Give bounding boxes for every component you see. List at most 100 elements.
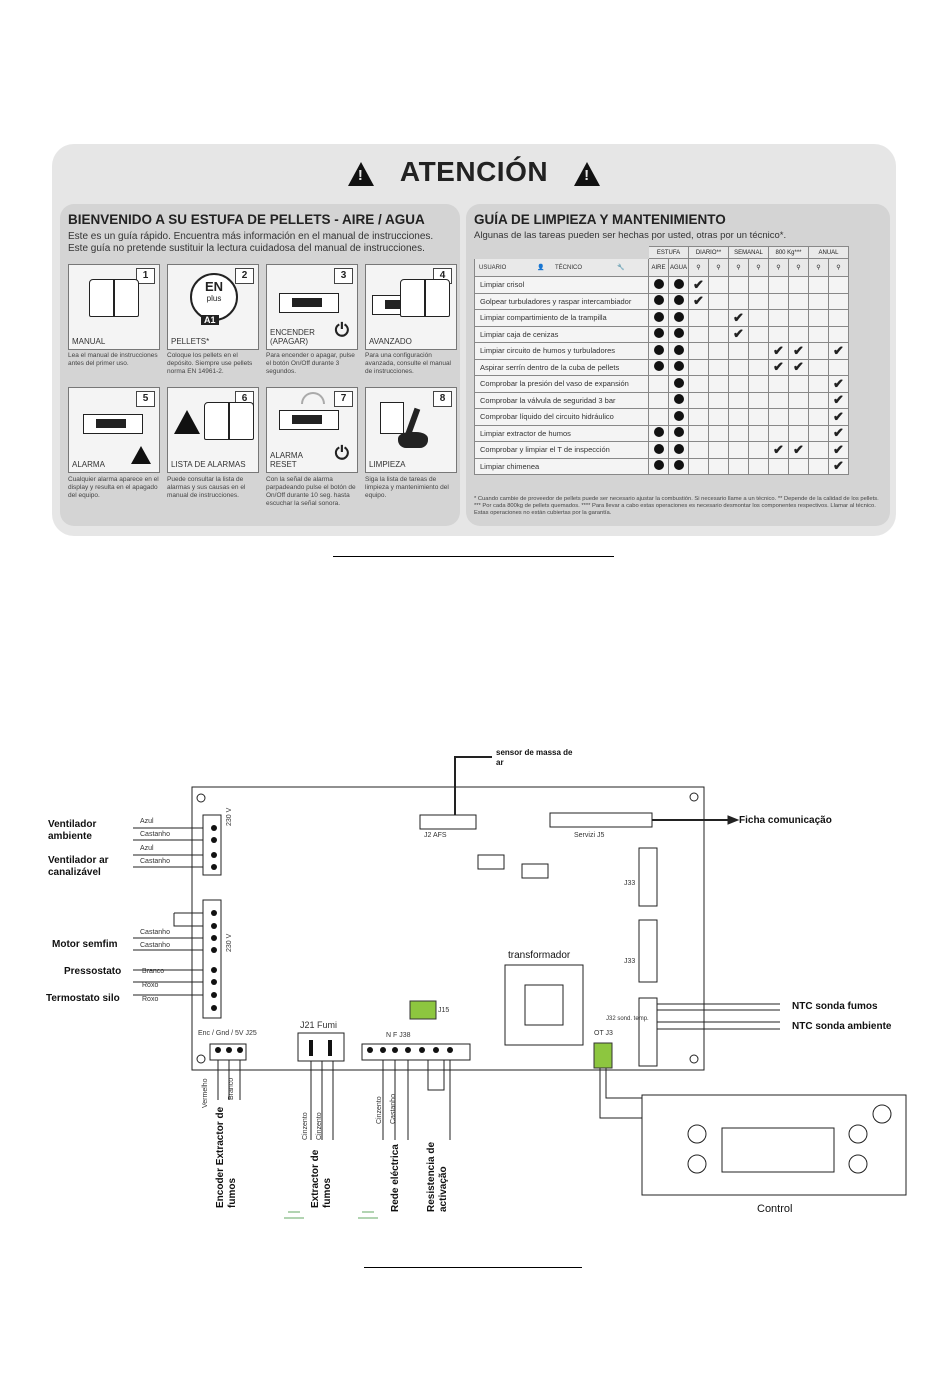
label-encoder: Encoder Extractor de fumos <box>215 1106 238 1208</box>
tech-label: TÉCNICO <box>555 265 582 271</box>
step-description: Coloque los pellets en el depósito. Siem… <box>167 352 253 375</box>
step-label: ALARMA <box>72 460 105 469</box>
small-connector <box>477 854 505 870</box>
wire-castanho: Castanho <box>140 858 170 865</box>
table-row: Limpiar compartimiento de la trampilla✔ <box>474 309 849 327</box>
schedule-cell <box>708 441 729 459</box>
label-control: Control <box>757 1203 793 1215</box>
schedule-cell <box>788 391 809 409</box>
user-icon: ⚲ <box>808 258 829 277</box>
table-row: Limpiar chimenea✔ <box>474 457 849 475</box>
table-header-groups: ESTUFA DIARIO** SEMANAL 800 Kg*** ANUAL <box>474 246 849 259</box>
schedule-cell <box>708 424 729 442</box>
wire-roxo: Roxo <box>142 996 159 1003</box>
schedule-cell <box>688 457 709 475</box>
connector-j3 <box>593 1042 613 1069</box>
attention-panel: ATENCIÓN BIENVENIDO A SU ESTUFA DE PELLE… <box>52 144 896 536</box>
checklist-icon <box>380 402 404 434</box>
step-number: 3 <box>334 268 353 284</box>
dot-icon <box>653 344 664 355</box>
step-number: 1 <box>136 268 155 284</box>
schedule-cell <box>768 276 789 294</box>
power-icon: ⏻ <box>334 443 349 463</box>
aire-cell <box>648 408 669 426</box>
welcome-intro: Este es un guía rápido. Encuentra más in… <box>68 231 458 255</box>
label-termostato: Termostato silo <box>46 993 120 1004</box>
step-number: 2 <box>235 268 254 284</box>
connector-j32 <box>638 997 658 1067</box>
table-row: Limpiar crisol✔ <box>474 276 849 294</box>
schedule-cell <box>748 325 769 343</box>
check-icon: ✔ <box>833 441 844 457</box>
brush-head-icon <box>398 432 428 448</box>
schedule-cell <box>688 424 709 442</box>
task-label: Comprobar y limpiar el T de inspección <box>474 441 649 459</box>
voltage-label: 230 V <box>226 933 233 952</box>
agua-cell <box>668 375 689 393</box>
schedule-cell <box>708 292 729 310</box>
step-card-manual: 1 MANUAL <box>68 264 160 350</box>
wire-azul: Azul <box>140 845 154 852</box>
dot-icon <box>673 377 684 388</box>
schedule-cell <box>728 441 749 459</box>
aire-cell <box>648 276 669 294</box>
wire-azul: Azul <box>140 818 154 825</box>
control-button <box>687 1154 707 1174</box>
wire-castanho: Castanho <box>140 942 170 949</box>
dot-icon <box>673 311 684 322</box>
attention-header: ATENCIÓN <box>52 156 896 188</box>
schedule-cell <box>788 309 809 327</box>
schedule-cell <box>708 457 729 475</box>
control-button <box>872 1104 892 1124</box>
schedule-cell <box>728 457 749 475</box>
schedule-cell: ✔ <box>788 358 809 376</box>
schedule-cell <box>728 375 749 393</box>
aire-cell <box>648 457 669 475</box>
agua-cell <box>668 276 689 294</box>
transformer-core <box>524 984 564 1026</box>
schedule-cell: ✔ <box>768 342 789 360</box>
schedule-cell <box>768 292 789 310</box>
header-group: ANUAL <box>808 246 849 259</box>
col-agua: AGUA <box>668 258 689 277</box>
task-label: Limpiar circuito de humos y turbuladores <box>474 342 649 360</box>
schedule-cell <box>768 408 789 426</box>
label-extractor: Extractor de fumos <box>310 1149 333 1208</box>
schedule-cell <box>748 457 769 475</box>
aire-cell <box>648 441 669 459</box>
header-group: ESTUFA <box>648 246 689 259</box>
connector-fans <box>202 814 222 876</box>
task-label: Comprobar la presión del vaso de expansi… <box>474 375 649 393</box>
wire-castanho: Castanho <box>140 831 170 838</box>
schedule-cell: ✔ <box>828 375 849 393</box>
agua-cell <box>668 424 689 442</box>
label-resistencia: Resistencia de activação <box>426 1141 449 1212</box>
control-button <box>848 1154 868 1174</box>
aire-cell <box>648 325 669 343</box>
label-ntc-fumos: NTC sonda fumos <box>792 1001 878 1012</box>
step-card-lista-alarmas: 6 LISTA DE ALARMAS <box>167 387 259 473</box>
schedule-cell <box>708 375 729 393</box>
mount-hole <box>689 792 699 802</box>
transformer <box>504 964 584 1046</box>
connector-motor <box>202 899 222 1019</box>
schedule-cell <box>808 342 829 360</box>
table-row: Golpear turbuladores y raspar intercambi… <box>474 292 849 310</box>
label-j2: J2 AFS <box>424 832 447 839</box>
aire-cell <box>648 309 669 327</box>
schedule-cell: ✔ <box>768 358 789 376</box>
en-plus-badge-icon: EN plus <box>190 273 238 321</box>
table-row: Comprobar la válvula de seguridad 3 bar✔ <box>474 391 849 409</box>
wire-cinzento: Cinzento <box>316 1112 323 1140</box>
step-number: 8 <box>433 391 452 407</box>
schedule-cell <box>808 391 829 409</box>
dot-icon <box>673 361 684 372</box>
schedule-cell <box>708 325 729 343</box>
label-rede: Rede eléctrica <box>390 1144 401 1212</box>
dot-icon <box>653 460 664 471</box>
display-icon <box>279 293 339 313</box>
schedule-cell <box>728 408 749 426</box>
table-row: Limpiar extractor de humos✔ <box>474 424 849 442</box>
label-motor: Motor semfim <box>52 939 118 950</box>
step-number: 5 <box>136 391 155 407</box>
